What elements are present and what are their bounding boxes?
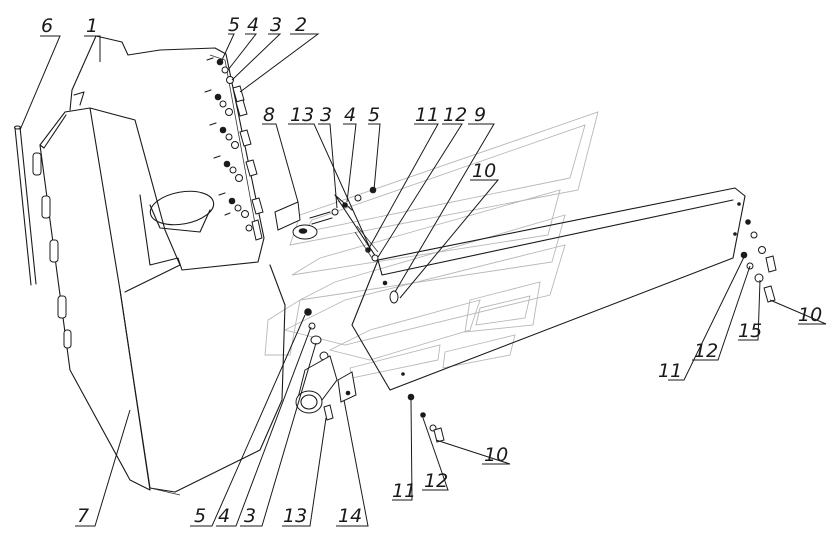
callout-12: 12 (424, 470, 448, 492)
callout-13: 13 (283, 505, 307, 527)
part-7-housing (32, 107, 286, 496)
callout-4: 4 (247, 14, 259, 36)
lower-fasteners (407, 393, 445, 443)
fastener-column (204, 57, 264, 241)
callout-3: 3 (244, 505, 256, 527)
callout-10: 10 (484, 444, 508, 466)
callout-5: 5 (368, 104, 380, 126)
callout-8: 8 (263, 104, 275, 126)
callout-6: 6 (41, 15, 53, 37)
callout-5: 5 (194, 505, 206, 527)
callout-11: 11 (415, 104, 439, 126)
leader-lines (19, 33, 827, 527)
part-14-mount (295, 308, 357, 421)
right-fasteners (733, 202, 777, 303)
callout-11: 11 (392, 480, 416, 502)
callout-12: 12 (443, 104, 467, 126)
part-8-bracket (274, 186, 377, 240)
callout-9: 9 (474, 104, 486, 126)
callout-2: 2 (295, 14, 307, 36)
callout-10: 10 (472, 160, 496, 182)
callout-4: 4 (344, 104, 356, 126)
part-6-rod (13, 125, 37, 286)
callout-3: 3 (320, 104, 332, 126)
side-panel (334, 187, 746, 391)
callout-3: 3 (270, 14, 282, 36)
callout-12: 12 (694, 340, 718, 362)
callout-1: 1 (86, 15, 98, 37)
callout-5: 5 (228, 14, 240, 36)
callout-14: 14 (338, 505, 362, 527)
callout-4: 4 (218, 505, 230, 527)
bolt-set-row (206, 57, 245, 103)
callout-11: 11 (658, 360, 682, 382)
watermark-logo (264, 111, 599, 379)
callout-labels: 6 1 5 4 3 2 8 13 3 4 5 11 12 9 10 11 12 … (41, 14, 822, 527)
callout-13: 13 (290, 104, 314, 126)
callout-7: 7 (77, 505, 89, 527)
callout-15: 15 (738, 320, 762, 342)
callout-10: 10 (798, 304, 822, 326)
